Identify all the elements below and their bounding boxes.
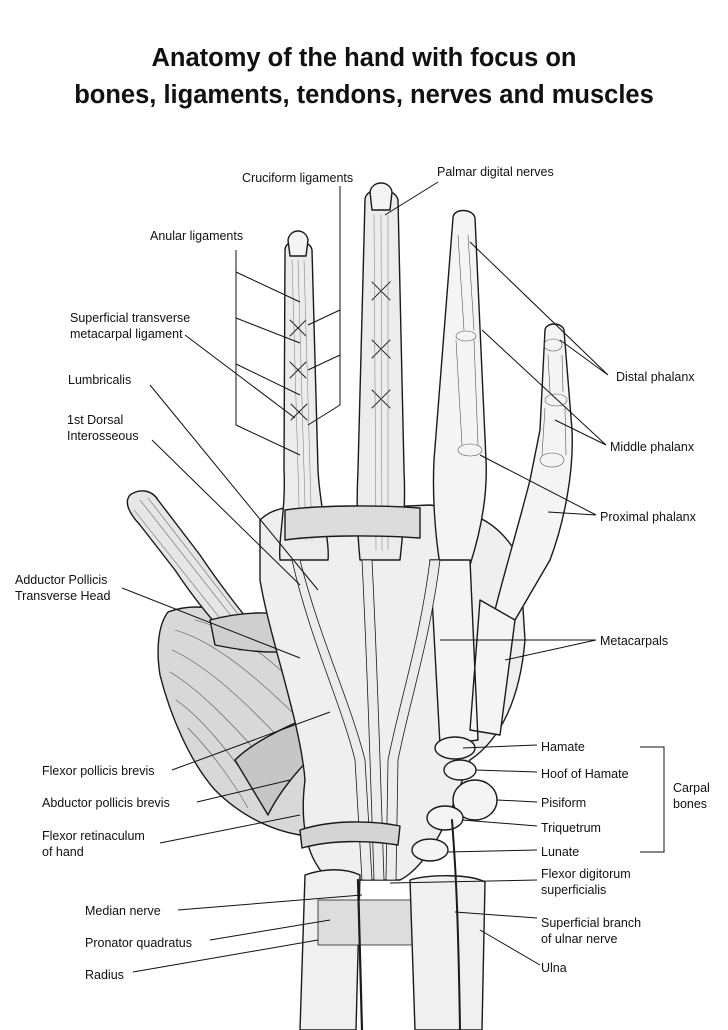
label-ulna: Ulna <box>541 961 567 975</box>
label-flexor-pollicis-brevis: Flexor pollicis brevis <box>42 764 155 778</box>
label-proximal-phalanx: Proximal phalanx <box>600 510 696 524</box>
label-1st-dorsal-interosseous: 1st Dorsal Interosseous <box>67 412 139 444</box>
label-lunate: Lunate <box>541 845 580 859</box>
superficial-transverse-metacarpal-ligament <box>284 505 421 541</box>
label-carpal-bones-line-1: Carpal <box>673 781 710 795</box>
label-triquetrum: Triquetrum <box>541 821 601 835</box>
label-radius: Radius <box>85 968 124 982</box>
radius-bone <box>299 869 361 1030</box>
ring-finger <box>432 209 487 566</box>
label-metacarpals: Metacarpals <box>600 634 669 648</box>
label-flexor-digitorum-line-1: Flexor digitorum <box>541 867 631 881</box>
metacarpal-bones <box>429 559 516 746</box>
index-fingertip <box>287 230 309 257</box>
label-hoof-of-hamate: Hoof of Hamate <box>541 767 629 781</box>
label-carpal-bones: Carpal bones <box>673 780 710 812</box>
label-distal-phalanx: Distal phalanx <box>616 370 695 384</box>
median-nerve <box>356 878 364 1030</box>
little-finger-bone-lines <box>539 338 568 468</box>
label-superficial-branch-line-1: Superficial branch <box>541 916 642 930</box>
flexor-retinaculum <box>299 821 401 849</box>
label-superficial-transverse-line-2: metacarpal ligament <box>70 327 183 341</box>
label-cruciform-ligaments: Cruciform ligaments <box>242 171 354 185</box>
label-superficial-transverse-metacarpal-ligament: Superficial transverse metacarpal ligame… <box>70 310 190 342</box>
label-pisiform: Pisiform <box>541 796 587 810</box>
label-dorsal-interosseous-line-2: Interosseous <box>67 429 139 443</box>
label-adductor-pollicis-transverse-head: Adductor Pollicis Transverse Head <box>15 572 110 604</box>
triquetrum-bone <box>426 805 464 831</box>
label-palmar-digital-nerves: Palmar digital nerves <box>437 165 554 179</box>
label-flexor-retinaculum-line-2: of hand <box>42 845 84 859</box>
index-tendon-lines <box>291 259 313 541</box>
middle-tendon-lines <box>373 214 389 551</box>
hoof-of-hamate-bone <box>443 759 477 781</box>
lunate-bone <box>411 838 449 862</box>
label-abductor-pollicis-brevis: Abductor pollicis brevis <box>42 796 170 810</box>
leader-lines <box>121 181 665 973</box>
little-finger <box>494 323 573 621</box>
carpal-bones <box>411 736 498 862</box>
label-flexor-digitorum-superficialis: Flexor digitorum superficialis <box>541 866 631 898</box>
diagram-title: Anatomy of the hand with focus on bones,… <box>0 40 728 114</box>
label-pronator-quadratus: Pronator quadratus <box>85 936 193 950</box>
ulnar-nerve-branch <box>451 819 461 1030</box>
flexor-tendons <box>291 559 441 881</box>
middle-fingertip <box>369 182 393 211</box>
ulna-bone <box>409 875 486 1030</box>
label-flexor-retinaculum-of-hand: Flexor retinaculum of hand <box>42 828 145 860</box>
label-adductor-pollicis-line-1: Adductor Pollicis <box>15 573 108 587</box>
label-flexor-retinaculum-line-1: Flexor retinaculum <box>42 829 145 843</box>
label-adductor-pollicis-line-2: Transverse Head <box>15 589 111 603</box>
label-lumbricalis: Lumbricalis <box>68 373 132 387</box>
label-median-nerve: Median nerve <box>85 904 161 918</box>
label-middle-phalanx: Middle phalanx <box>610 440 695 454</box>
label-flexor-digitorum-line-2: superficialis <box>541 883 607 897</box>
title-line-1: Anatomy of the hand with focus on <box>151 44 577 72</box>
label-hamate: Hamate <box>541 740 585 754</box>
label-superficial-transverse-line-1: Superficial transverse <box>70 311 191 325</box>
label-anular-ligaments: Anular ligaments <box>150 229 244 243</box>
title-line-2: bones, ligaments, tendons, nerves and mu… <box>74 81 654 109</box>
label-carpal-bones-line-2: bones <box>673 797 708 811</box>
label-superficial-branch-line-2: of ulnar nerve <box>541 932 618 946</box>
label-dorsal-interosseous-line-1: 1st Dorsal <box>67 413 124 427</box>
label-superficial-branch-of-ulnar-nerve: Superficial branch of ulnar nerve <box>541 915 641 947</box>
ring-finger-bone-lines <box>455 234 483 457</box>
